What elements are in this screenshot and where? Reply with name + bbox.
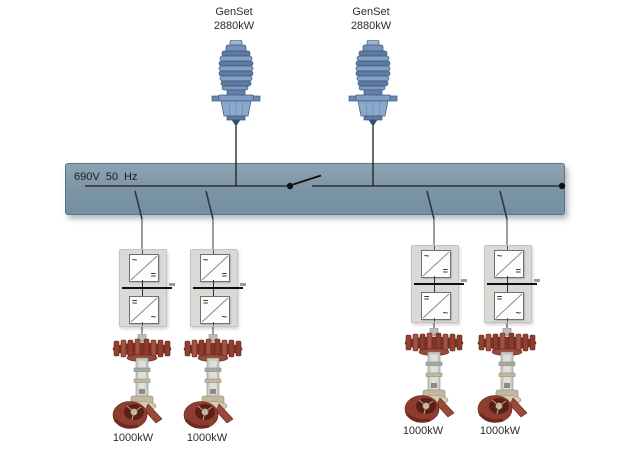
dc-symbol: =: [132, 297, 138, 307]
genset-power: 2880kW: [213, 20, 255, 32]
converter-input-stub: [213, 250, 214, 254]
ac-symbol: ~: [515, 308, 521, 318]
diagonal-line: [495, 293, 523, 319]
dc-link-line: [193, 287, 243, 289]
thruster-power-label: 1000kW: [402, 425, 444, 437]
frequency-converter: ~ = = ~: [411, 245, 467, 323]
rectifier-box: ~ =: [421, 250, 451, 278]
frequency-converter: ~ = = ~: [119, 249, 175, 327]
ac-symbol: ~: [442, 308, 448, 318]
diagonal-line: [201, 297, 229, 323]
frequency-converter: ~ = = ~: [190, 249, 246, 327]
converter-output-stub: [434, 318, 435, 322]
ac-symbol: ~: [203, 255, 209, 265]
genset-name: GenSet: [352, 6, 390, 18]
diagonal-line: [422, 293, 450, 319]
dc-symbol: =: [203, 297, 209, 307]
dc-symbol: =: [424, 293, 430, 303]
thruster-icon: [477, 328, 537, 423]
thruster-icon: [183, 334, 243, 429]
rectifier-box: ~ =: [129, 254, 159, 282]
dc-symbol: =: [442, 266, 448, 276]
frequency-converter: ~ = = ~: [484, 245, 540, 323]
inverter-box: = ~: [421, 292, 451, 320]
diagonal-line: [422, 251, 450, 277]
diagonal-line: [130, 255, 158, 281]
dc-symbol: =: [150, 270, 156, 280]
thruster-icon: [404, 328, 464, 423]
dc-link-line: [487, 283, 537, 285]
genset-1-label: GenSet 2880kW: [192, 5, 276, 33]
main-busbar: 690V 50 Hz: [65, 163, 565, 215]
rectifier-box: ~ =: [200, 254, 230, 282]
thruster-power-label: 1000kW: [112, 432, 154, 444]
genset-2-label: GenSet 2880kW: [329, 5, 413, 33]
inverter-box: = ~: [129, 296, 159, 324]
dc-link-line: [122, 287, 172, 289]
converter-input-stub: [142, 250, 143, 254]
dc-link-mark: [240, 283, 246, 286]
genset-icon: [348, 40, 398, 126]
dc-link-mark: [534, 279, 540, 282]
converter-output-stub: [142, 322, 143, 326]
ac-symbol: ~: [150, 312, 156, 322]
genset-power: 2880kW: [350, 20, 392, 32]
dc-symbol: =: [221, 270, 227, 280]
converter-input-stub: [507, 246, 508, 250]
rectifier-box: ~ =: [494, 250, 524, 278]
ac-symbol: ~: [221, 312, 227, 322]
diagonal-line: [201, 255, 229, 281]
ac-symbol: ~: [424, 251, 430, 261]
thruster-power-label: 1000kW: [186, 432, 228, 444]
genset-name: GenSet: [215, 6, 253, 18]
thruster-power-label: 1000kW: [479, 425, 521, 437]
busbar-voltage-label: 690V 50 Hz: [74, 171, 138, 183]
dc-link-mark: [169, 283, 175, 286]
dc-symbol: =: [515, 266, 521, 276]
genset-icon: [211, 40, 261, 126]
converter-input-stub: [434, 246, 435, 250]
converter-output-stub: [507, 318, 508, 322]
inverter-box: = ~: [200, 296, 230, 324]
dc-symbol: =: [497, 293, 503, 303]
thruster-icon: [112, 334, 172, 429]
diagonal-line: [130, 297, 158, 323]
dc-link-line: [414, 283, 464, 285]
ac-symbol: ~: [132, 255, 138, 265]
ac-symbol: ~: [497, 251, 503, 261]
diagonal-line: [495, 251, 523, 277]
inverter-box: = ~: [494, 292, 524, 320]
converter-output-stub: [213, 322, 214, 326]
dc-link-mark: [461, 279, 467, 282]
